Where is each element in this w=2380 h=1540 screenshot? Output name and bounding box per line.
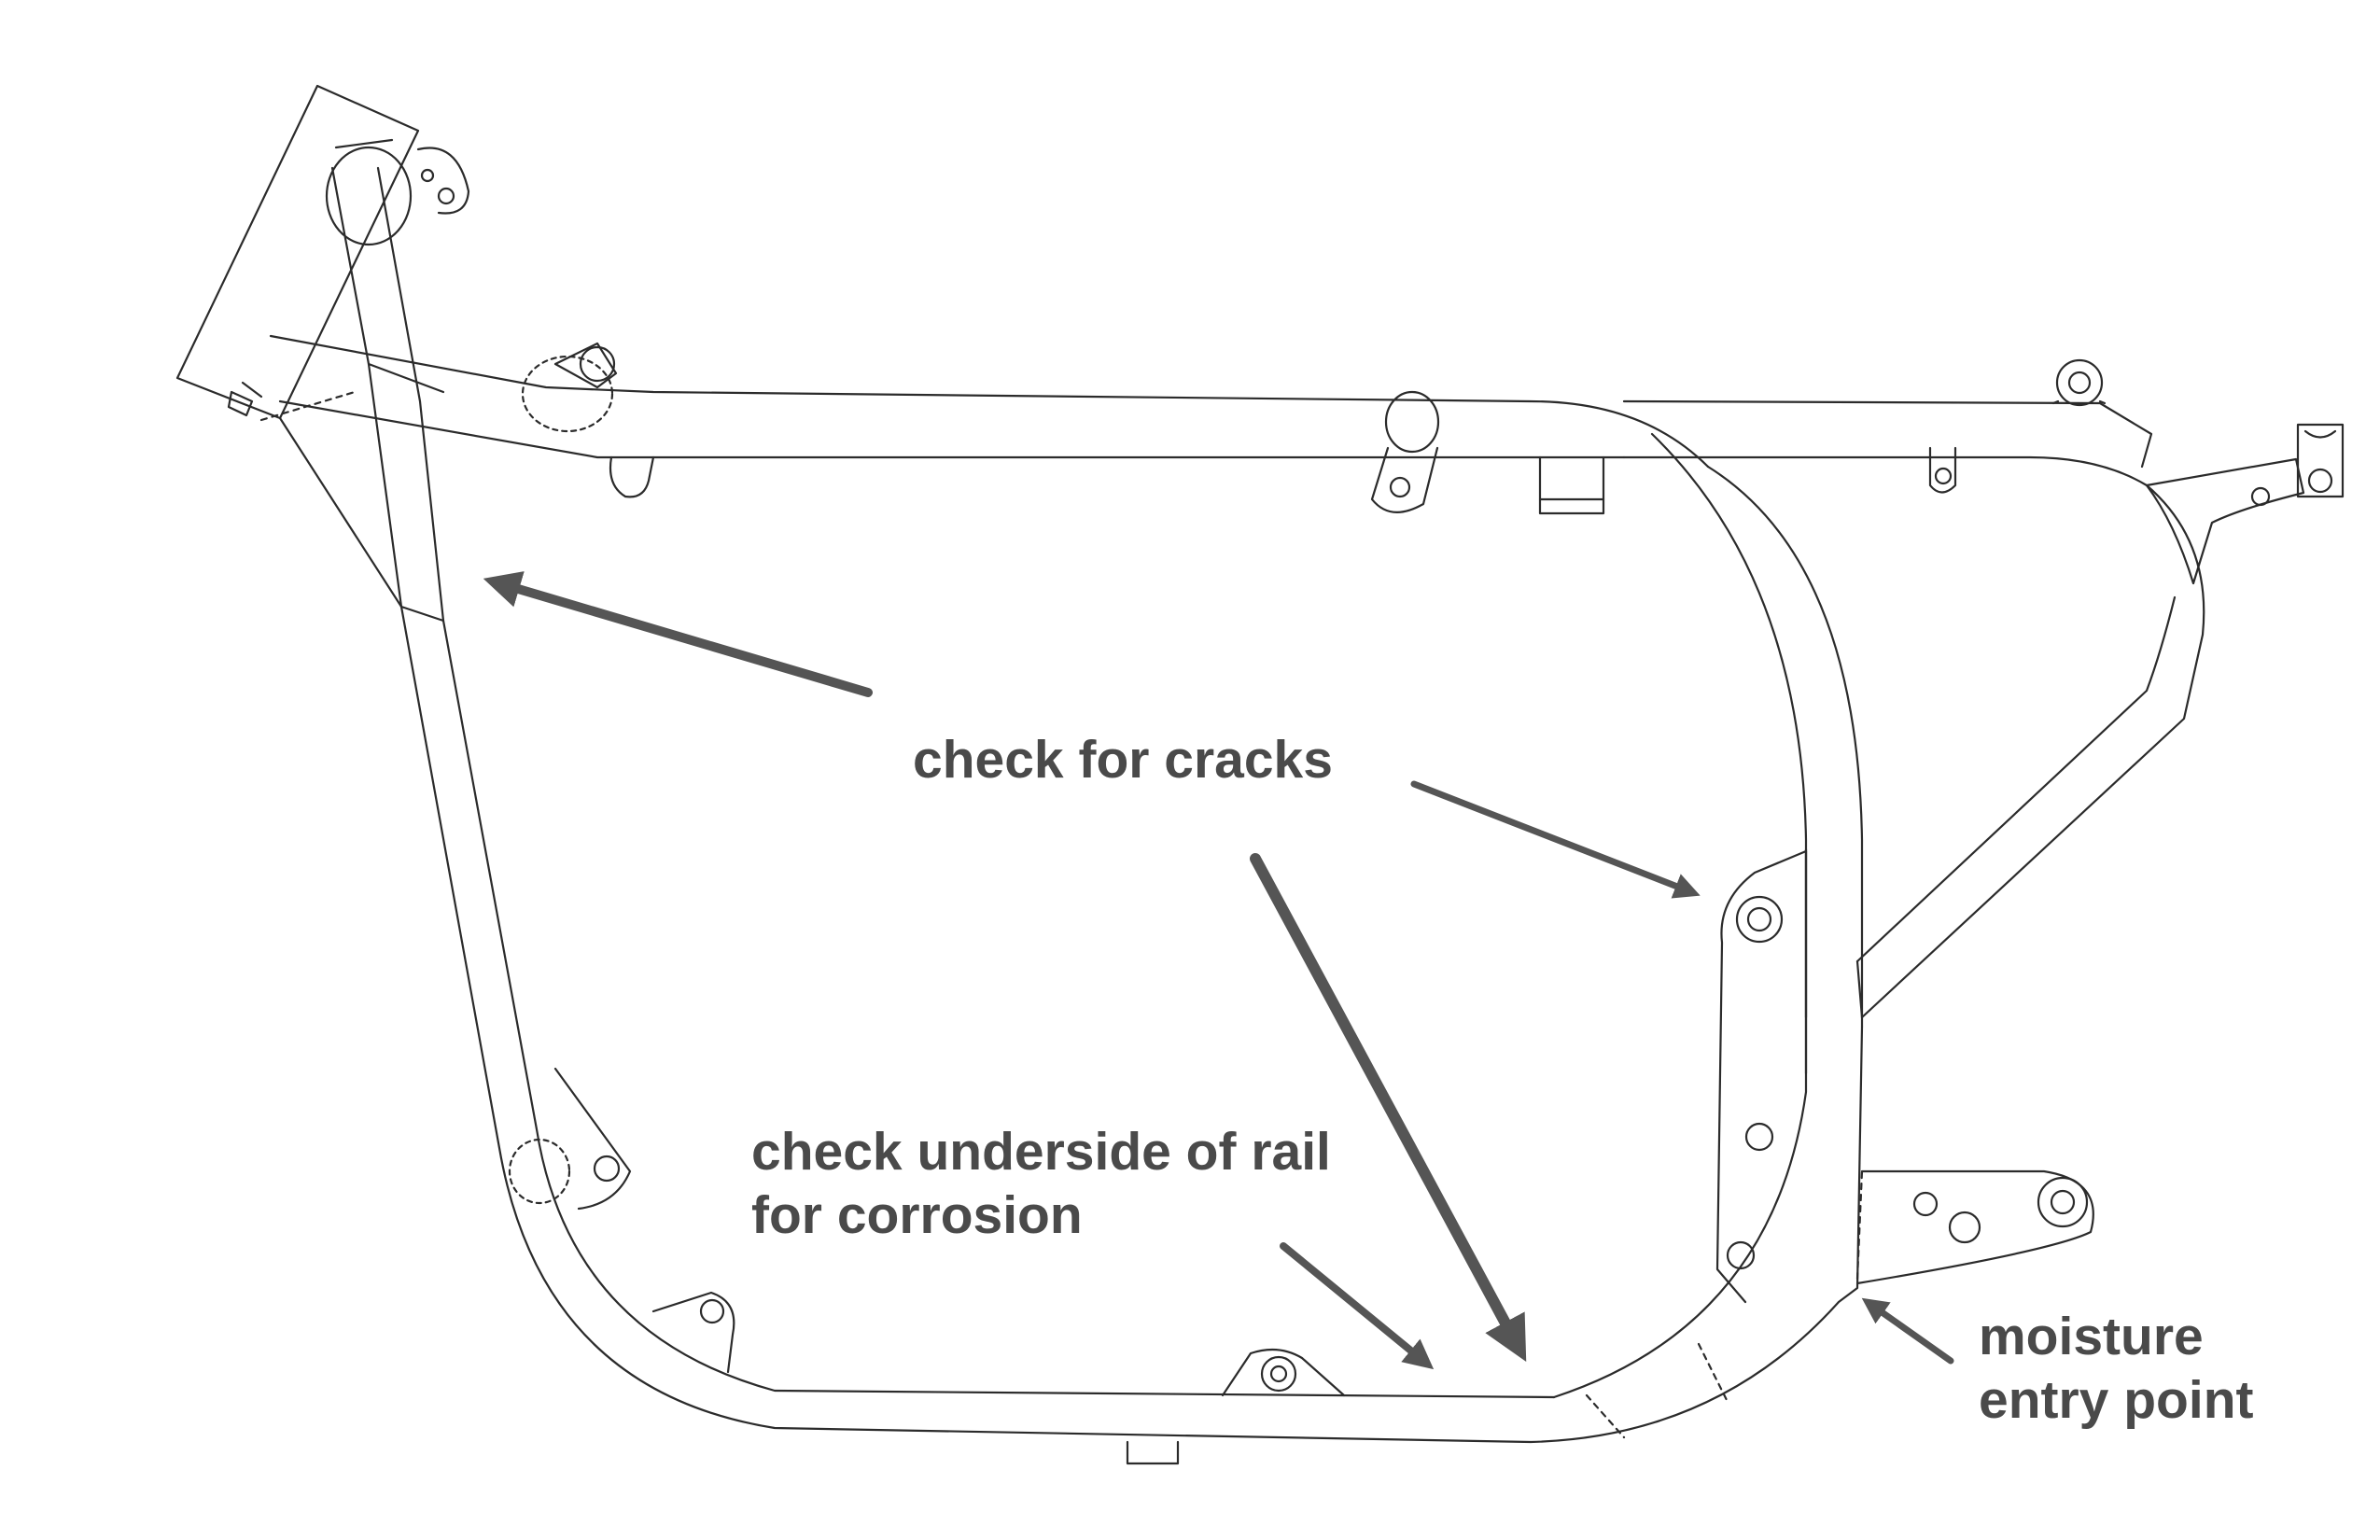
annotation-arrows: [483, 571, 1954, 1370]
rear-subframe-strut: [1855, 483, 2205, 1019]
arrow-moisture-entry: [1861, 1297, 1954, 1365]
label-check-for-cracks-text: check for cracks: [913, 730, 1333, 790]
label-check-underside: check underside of rail for corrosion: [751, 1120, 1331, 1247]
down-tube: [399, 605, 1864, 1444]
top-front-bracket: [416, 147, 470, 215]
label-check-underside-line2: for corrosion: [751, 1185, 1083, 1245]
pivot-plate: [1715, 849, 1808, 1304]
arrow-cracks-pivot-plate: [1410, 780, 1701, 899]
label-check-for-cracks: check for cracks: [913, 728, 1333, 791]
label-moisture-entry-line1: moisture: [1979, 1307, 2204, 1366]
top-tube: [269, 334, 2305, 585]
arrow-corrosion-underside: [1280, 1242, 1435, 1370]
arrow-cracks-headstock: [483, 571, 873, 697]
arrow-cracks-lower-rail: [1250, 853, 1527, 1363]
label-moisture-entry: moisture entry point: [1979, 1305, 2254, 1432]
front-gusset: [259, 166, 445, 623]
label-check-underside-line1: check underside of rail: [751, 1122, 1331, 1182]
lower-brackets: [508, 1067, 1729, 1465]
label-moisture-entry-line2: entry point: [1979, 1370, 2254, 1430]
rear-cradle: [1552, 432, 1864, 1399]
top-tube-brackets: [609, 358, 2345, 515]
frame-line-drawing: [175, 84, 2345, 1465]
footrest-bracket: [1855, 1169, 2094, 1285]
